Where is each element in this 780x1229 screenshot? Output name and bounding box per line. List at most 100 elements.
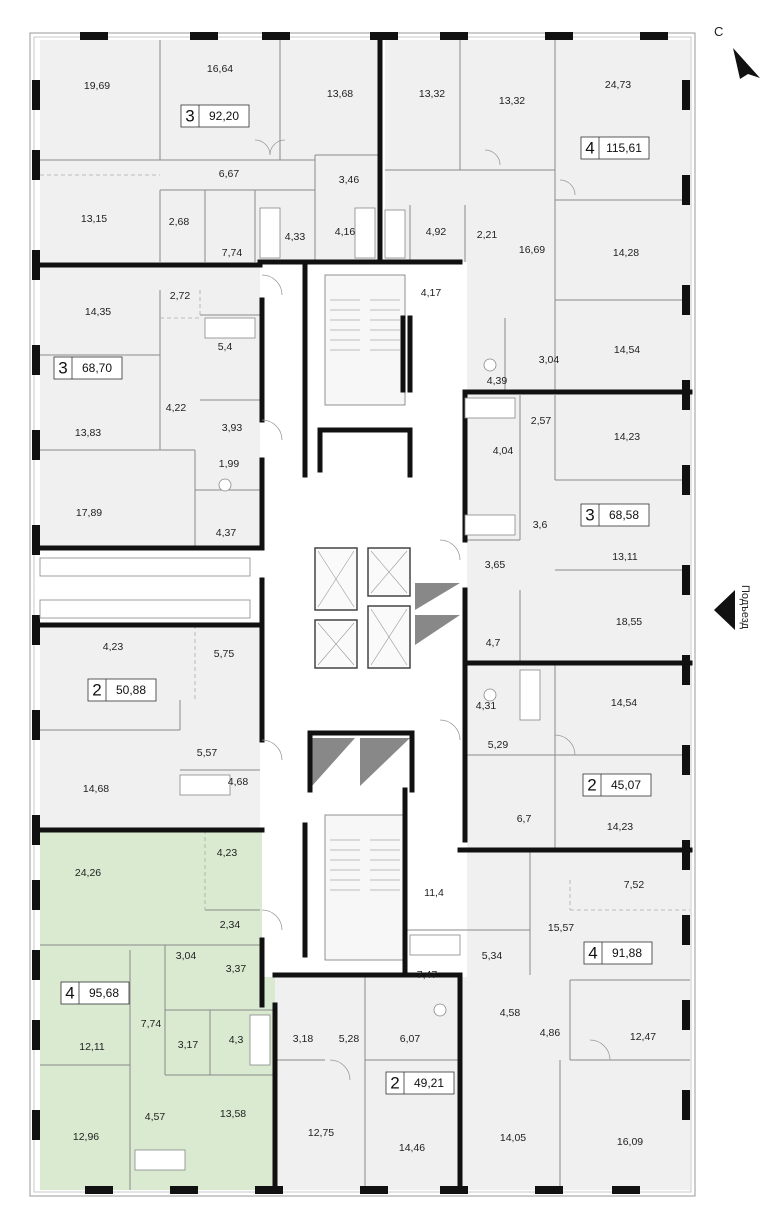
room-area-label: 14,54 [611, 697, 637, 709]
room-area-label: 14,23 [614, 431, 640, 443]
unit-total-area: 95,68 [89, 986, 119, 1000]
unit-room-count: 4 [65, 983, 74, 1002]
room-area-label: 5,29 [488, 739, 509, 751]
room-area-label: 12,11 [79, 1041, 105, 1053]
room-area-label: 4,68 [228, 776, 249, 788]
room-area-label: 14,23 [607, 821, 633, 833]
room-area-label: 6,7 [517, 813, 532, 825]
unit-label-box [53, 356, 123, 380]
room-area-label: 13,15 [81, 213, 107, 225]
north-arrow-icon [733, 48, 760, 79]
room-area-label: 4,23 [217, 847, 238, 859]
unit-label-box [580, 503, 650, 527]
room-area-label: 14,46 [399, 1142, 425, 1154]
room-area-label: 12,96 [73, 1131, 99, 1143]
room-area-label: 3,04 [176, 950, 197, 962]
room-area-label: 19,69 [84, 80, 110, 92]
room-area-label: 5,4 [218, 341, 233, 353]
room-area-label: 5,34 [482, 950, 503, 962]
unit-total-area: 49,21 [414, 1076, 444, 1090]
room-area-label: 7,52 [624, 879, 645, 891]
room-area-label: 11,4 [424, 887, 444, 899]
room-area-label: 4,16 [335, 226, 356, 238]
room-area-label: 24,26 [75, 867, 101, 879]
entrance-marker: Подъезд [714, 585, 751, 630]
unit-room-count: 2 [92, 680, 101, 699]
room-area-label: 4,31 [476, 700, 497, 712]
room-area-label: 4,37 [216, 527, 237, 539]
room-area-label: 13,32 [499, 95, 525, 107]
unit-label-box [582, 773, 652, 797]
unit-total-area: 91,88 [612, 946, 642, 960]
compass: С [714, 24, 760, 79]
room-area-label: 7,74 [222, 247, 243, 259]
room-area-label: 3,04 [539, 354, 560, 366]
unit-total-area: 92,20 [209, 109, 239, 123]
room-area-label: 24,73 [605, 79, 631, 91]
elevator-cross [317, 550, 408, 666]
room-area-label: 15,57 [548, 922, 574, 934]
room-area-label: 4,04 [493, 445, 514, 457]
room-area-label: 14,68 [83, 783, 109, 795]
unit-total-area: 68,70 [82, 361, 112, 375]
fixtures [39, 207, 541, 1171]
room-area-label: 14,05 [500, 1132, 526, 1144]
room-area-label: 12,47 [630, 1031, 656, 1043]
unit-room-count: 2 [390, 1073, 399, 1092]
partitions [40, 40, 690, 1190]
unit-label-box [580, 136, 650, 160]
room-area-label: 5,57 [197, 747, 218, 759]
room-area-label: 4,33 [285, 231, 306, 243]
doors [254, 139, 611, 1081]
room-area-label: 3,37 [226, 963, 247, 975]
windows [32, 32, 690, 1194]
room-area-label: 6,07 [400, 1033, 421, 1045]
unit-label-box [583, 941, 653, 965]
room-area-label: 2,72 [170, 290, 191, 302]
room-area-label: 13,68 [327, 88, 353, 100]
unit-total-area: 115,61 [606, 141, 642, 155]
room-area-label: 13,32 [419, 88, 445, 100]
unit-room-count: 3 [185, 106, 194, 125]
room-area-label: 3,18 [293, 1033, 314, 1045]
unit-total-area: 68,58 [609, 508, 639, 522]
room-area-label: 17,89 [76, 507, 102, 519]
room-area-label: 7,47 [417, 969, 438, 981]
room-area-label: 4,86 [540, 1027, 561, 1039]
unit-label-box [60, 981, 130, 1005]
room-area-label: 4,3 [229, 1034, 244, 1046]
room-area-label: 1,99 [219, 458, 240, 470]
room-area-label: 5,28 [339, 1033, 360, 1045]
room-area-label: 5,75 [214, 648, 235, 660]
entrance-label: Подъезд [739, 585, 751, 630]
stair-treads [330, 299, 400, 891]
entrance-arrow-icon [714, 590, 735, 630]
room-area-label: 4,92 [426, 226, 447, 238]
room-area-label: 4,7 [486, 637, 501, 649]
room-area-label: 16,09 [617, 1136, 643, 1148]
room-area-label: 12,75 [308, 1127, 334, 1139]
room-area-label: 13,58 [220, 1108, 246, 1120]
room-area-label: 3,65 [485, 559, 506, 571]
unit-label-box [385, 1071, 455, 1095]
room-area-label: 2,57 [531, 415, 552, 427]
unit-total-area: 45,07 [611, 778, 641, 792]
unit-room-count: 4 [588, 943, 597, 962]
compass-label: С [714, 24, 723, 39]
room-area-label: 2,34 [220, 919, 241, 931]
room-area-label: 2,68 [169, 216, 190, 228]
room-area-label: 16,69 [519, 244, 545, 256]
unit-room-count: 3 [58, 358, 67, 377]
stairs-lower [324, 814, 406, 961]
